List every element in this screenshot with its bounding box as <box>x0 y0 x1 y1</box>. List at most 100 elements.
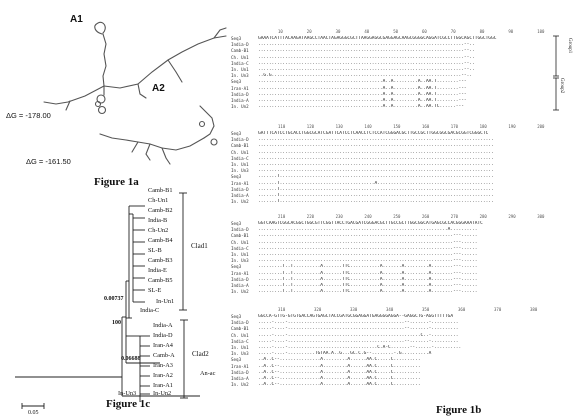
sequence-row: .....-....-.............................… <box>258 344 462 350</box>
sequence-row: .........T..T..........A.......TTC......… <box>258 289 478 295</box>
sequence-row: ........................................… <box>258 233 478 239</box>
ruler-tick-label: 110 <box>278 124 286 129</box>
sequence-row: ..A..C--...............A.........A......… <box>258 357 421 363</box>
taxon-label: Camb-B2 <box>148 207 173 214</box>
taxon-label: In-Un1 <box>156 298 175 305</box>
clade-1-label: Clad1 <box>191 242 208 250</box>
sequence-row: ........................................… <box>258 54 475 60</box>
ruler-tick-label: 380 <box>530 307 538 312</box>
sequence-row: ..A..C--...............A.........A......… <box>258 369 421 375</box>
taxon-label: India-C <box>140 307 160 314</box>
branch-support-value: 0.00737 <box>104 296 124 302</box>
sequence-row: ........................................… <box>258 79 467 85</box>
sequence-row: ........................................… <box>258 104 464 110</box>
taxon-label: Iran-A1 <box>153 382 173 389</box>
sequence-name: In. Un3 <box>231 73 249 79</box>
ruler-tick-label: 330 <box>350 307 358 312</box>
clade-2-label: Clad2 <box>192 350 209 358</box>
taxon-label: Iran-A4 <box>153 342 173 349</box>
ruler-tick-label: 360 <box>458 307 466 312</box>
group-2-label: Group2 <box>559 78 564 94</box>
ruler-tick-label: 230 <box>335 214 343 219</box>
group-1-label: Group1 <box>567 38 572 54</box>
sequence-name: India-D <box>231 137 249 143</box>
panel-label-a2: A2 <box>152 83 165 94</box>
sequence-name: Camb-B1 <box>231 326 249 332</box>
ruler-tick-label: 190 <box>508 124 516 129</box>
ruler-tick-label: 290 <box>508 214 516 219</box>
sequence-row: .......T................................… <box>258 186 494 192</box>
ruler-tick-label: 280 <box>479 214 487 219</box>
figure-1c: Camb-B1 Ch-Un1 Camb-B2 India-B Ch-Un2 Ca… <box>0 187 230 418</box>
sequence-row: .....-....-.............................… <box>258 332 459 338</box>
sequence-name: In. Un3 <box>231 168 249 174</box>
sequence-name: Seq3 <box>231 79 242 85</box>
ruler-tick-label: 50 <box>393 29 399 34</box>
ruler-tick-label: 90 <box>508 29 514 34</box>
sequence-row: ........................................… <box>258 227 478 233</box>
ruler-tick-label: 270 <box>450 214 459 219</box>
sequence-name: In. Un3 <box>231 258 249 264</box>
sequence-name: India-D <box>231 276 249 282</box>
sequence-row: .....-....-.............................… <box>258 320 459 326</box>
sequence-name: India-C <box>231 155 249 161</box>
sequence-name: In. Un2 <box>231 199 249 205</box>
ruler-tick-label: 370 <box>494 307 502 312</box>
ruler-tick-label: 160 <box>422 124 430 129</box>
sequence-name: In. Un2 <box>231 289 249 295</box>
sequence-name: In. Un1 <box>231 344 249 350</box>
sequence-name: India-A <box>231 192 249 198</box>
ruler-tick-label: 70 <box>450 29 456 34</box>
taxon-label: India-E <box>148 267 167 274</box>
sequence-row: ........................................… <box>258 168 494 174</box>
sequence-name: Ch. Un1 <box>231 54 249 60</box>
taxon-label: Iran-A3 <box>153 362 173 369</box>
taxon-label: SL-B <box>148 247 162 254</box>
sequence-row: ........................................… <box>258 161 494 167</box>
branch-support-value: 0.06688 <box>121 356 141 362</box>
ruler-tick-label: 240 <box>364 214 372 219</box>
sequence-name: Seq3 <box>231 174 242 180</box>
sequence-name: India-C <box>231 338 249 344</box>
sequence-rows: GATTTCATCCTGCACCTGGCGCATCGATTCATCCTCAACC… <box>258 131 546 205</box>
ruler-tick-label: 320 <box>314 307 322 312</box>
sequence-rows: GAAATCATTTACAAGATAAGCCTAACTAGAGGGCGCTTAA… <box>258 36 546 110</box>
sequence-row: ..A..C--...............A.........A......… <box>258 382 421 388</box>
taxon-label: In-Un2 <box>153 390 172 397</box>
sequence-row: ........................................… <box>258 66 475 72</box>
taxon-label: India-D <box>153 332 173 339</box>
taxon-label: India-B <box>148 217 168 224</box>
sequence-name: India-A <box>231 375 249 381</box>
sequence-row: ........................................… <box>258 245 478 251</box>
sequence-row: .....-....-..........TGTAA.A..G...GC.C.G… <box>258 351 432 357</box>
taxon-label: An-ac <box>200 370 216 377</box>
sequence-name: Seq3 <box>231 221 242 226</box>
ruler-tick-label: 30 <box>335 29 341 34</box>
ruler-tick-label: 130 <box>335 124 343 129</box>
sequence-name: Seq3 <box>231 314 242 319</box>
taxon-label: Camb-B5 <box>148 277 173 284</box>
ruler-tick-label: 300 <box>537 214 545 219</box>
sequence-name: Ch. Un1 <box>231 239 249 245</box>
sequence-name: Seq3 <box>231 131 242 136</box>
sequence-row: ..A..C--...............A.........A......… <box>258 375 421 381</box>
sequence-name: India-D <box>231 320 249 326</box>
sequence-row: ..A..C--...............A.........A......… <box>258 363 421 369</box>
sequence-row: ........................................… <box>258 137 494 143</box>
sequence-row: ........................................… <box>258 97 467 103</box>
sequence-rows: GGTCAAGTCGGCACGGCTGGCGTTCGGTTACCTGACGATC… <box>258 221 546 295</box>
delta-g-a1: ΔG = -178.00 <box>6 111 51 120</box>
sequence-row: ........................................… <box>258 60 475 66</box>
sequence-row: .......T................................… <box>258 180 494 186</box>
sequence-name: In. Un2 <box>231 104 249 110</box>
sequence-name: India-D <box>231 42 249 48</box>
ruler-tick-label: 40 <box>364 29 370 34</box>
figure-1a: A1 A2 ΔG = -178.00 Δ <box>0 0 230 200</box>
sequence-row: .......T................................… <box>258 174 494 180</box>
sequence-row: .....-....-.............................… <box>258 326 459 332</box>
